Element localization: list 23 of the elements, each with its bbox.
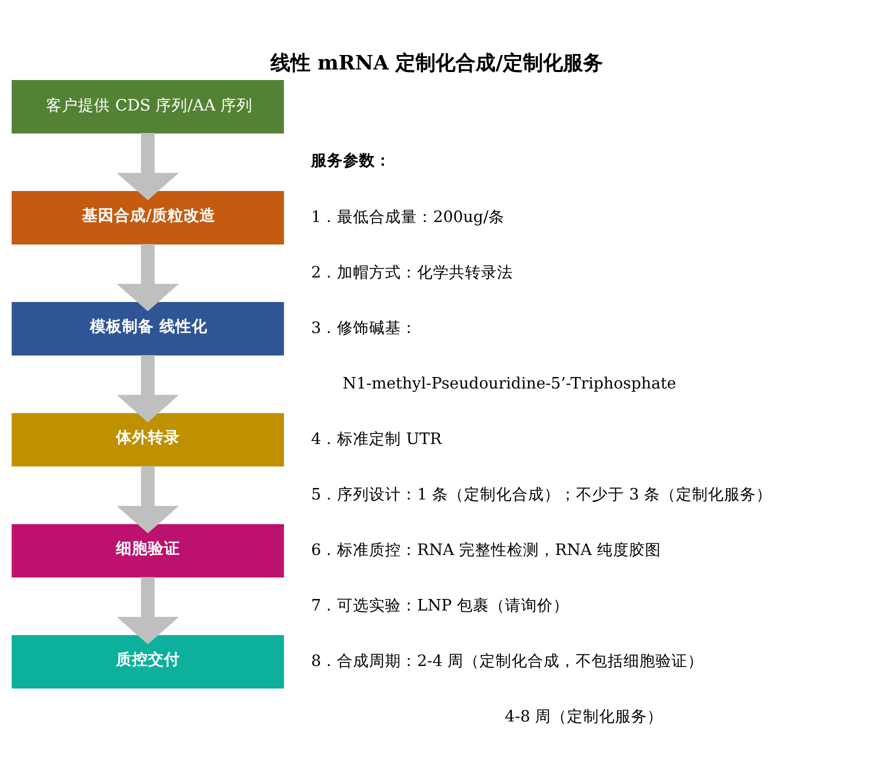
node-box: 体外转录	[12, 412, 284, 466]
label: 服务参数：	[311, 150, 392, 169]
label: 7．可选实验：LNP 包裹（请询价）	[311, 594, 569, 614]
node-box: 基因合成/质粒改造	[12, 190, 284, 244]
arrow	[116, 244, 179, 311]
node-box: 模板制备 线性化	[12, 302, 284, 355]
node-box: 客户提供 CDS 序列/AA 序列	[12, 80, 284, 133]
arrow	[116, 132, 179, 200]
arrow	[116, 354, 179, 422]
arrow	[116, 576, 179, 644]
node-box: 细胞验证	[12, 524, 284, 577]
label: 2．加帽方式：化学共转录法	[311, 262, 514, 281]
label: 8．合成周期：2-4 周（定制化合成，不包括细胞验证）	[311, 650, 704, 670]
label: 6．标准质控：RNA 完整性检测，RNA 纯度胶图	[311, 539, 661, 558]
label: 4．标准定制 UTR	[311, 428, 442, 448]
node-box: 质控交付	[12, 634, 284, 688]
label: 5．序列设计：1 条（定制化合成）；不少于 3 条（定制化服务）	[311, 484, 772, 503]
diagram-title: 线性 mRNA 定制化合成/定制化服务	[270, 50, 603, 74]
arrow	[116, 466, 179, 533]
label: 3．修饰碱基：	[311, 317, 418, 336]
label: N1-methyl-Pseudouridine-5’-Triphosphate	[342, 372, 676, 392]
label: 1．最低合成量：200ug/条	[311, 206, 505, 226]
label: 4-8 周（定制化服务）	[504, 706, 664, 725]
